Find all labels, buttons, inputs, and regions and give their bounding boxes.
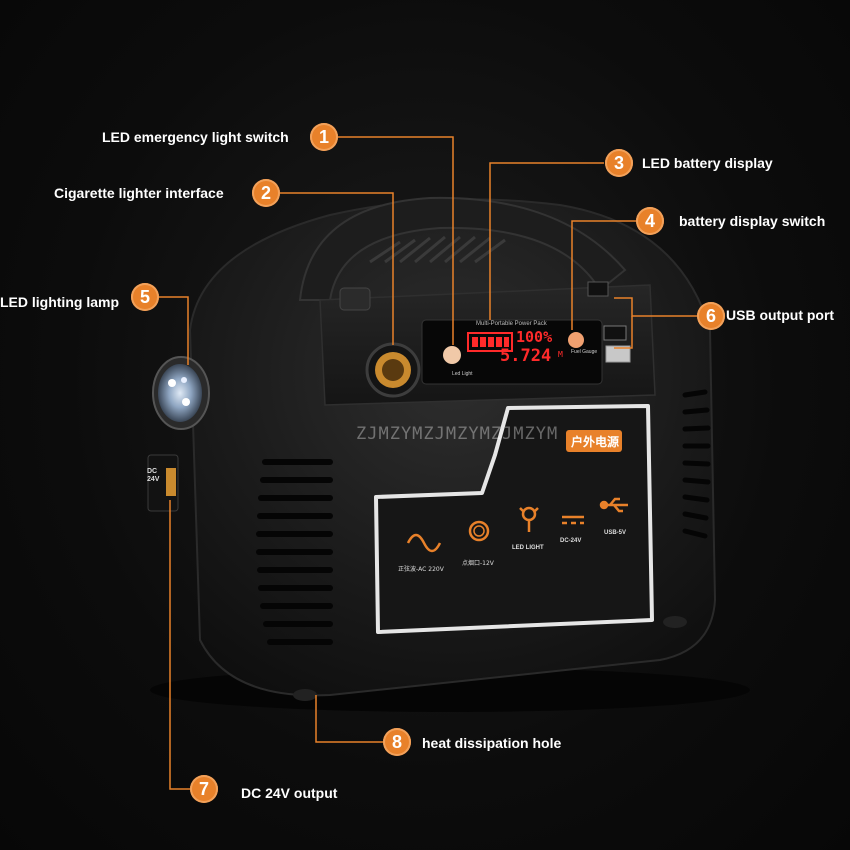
leader-4 xyxy=(571,220,636,330)
callout-label-8: heat dissipation hole xyxy=(422,735,562,751)
foot xyxy=(663,616,687,628)
cigarette-lighter-socket xyxy=(339,287,421,398)
callout-badge-7: 7 xyxy=(190,775,218,803)
right-vent-slots xyxy=(682,389,711,539)
leader-6 xyxy=(614,297,697,317)
sine-wave-icon xyxy=(406,533,442,553)
callout-badge-4: 4 xyxy=(636,207,664,235)
leader-8 xyxy=(315,695,383,743)
icon-caption-cigarette: 点烟口-12V xyxy=(462,560,494,567)
usb-icon xyxy=(599,497,628,513)
carry-handle xyxy=(298,196,627,301)
callout-badge-5: 5 xyxy=(131,283,159,311)
callout-label-6: USB output port xyxy=(726,307,835,323)
watermark: ZJMZYMZJMZYMZJMZYM xyxy=(356,424,559,444)
bulb-icon xyxy=(519,506,539,532)
callout-label-7: DC 24V output xyxy=(241,785,338,801)
leader-2 xyxy=(280,192,394,345)
left-vent-slots xyxy=(256,459,333,645)
front-panel-outline xyxy=(374,404,654,634)
leader-1 xyxy=(338,136,454,345)
leader-5 xyxy=(159,296,189,365)
ring-icon xyxy=(468,520,490,542)
led-light-caption: Led Light xyxy=(452,371,473,377)
dc-24v-output-port xyxy=(147,454,179,512)
led-lighting-lamp xyxy=(152,356,210,430)
lcd-title: Multi-Portable Power Pack xyxy=(476,321,547,327)
icon-caption-ac: 正弦波-AC 220V xyxy=(398,566,444,573)
lcd-battery-display xyxy=(421,319,603,385)
callout-badge-8: 8 xyxy=(383,728,411,756)
dc-icon xyxy=(562,515,584,525)
side-port-label: DC 24V xyxy=(147,468,160,483)
icon-caption-dc: DC-24V xyxy=(560,538,582,544)
fuel-gauge-caption: Fuel Gauge xyxy=(571,349,598,355)
outdoor-power-badge xyxy=(566,430,622,452)
usb-output-ports xyxy=(587,281,631,363)
led-light-switch-button xyxy=(443,346,461,364)
callout-label-5: LED lighting lamp xyxy=(0,294,119,310)
foot xyxy=(293,689,317,701)
callout-badge-1: 1 xyxy=(310,123,338,151)
icon-caption-led: LED LIGHT xyxy=(512,545,544,551)
callout-label-2: Cigarette lighter interface xyxy=(54,185,224,201)
callout-label-3: LED battery display xyxy=(642,155,773,171)
callout-label-1: LED emergency light switch xyxy=(102,129,289,145)
callout-label-4: battery display switch xyxy=(679,213,826,229)
badge-text: 户外电源 xyxy=(571,435,620,449)
fuel-gauge-switch-button xyxy=(568,332,584,348)
callout-badge-2: 2 xyxy=(252,179,280,207)
leader-3 xyxy=(489,162,604,320)
lcd-percent: 100% xyxy=(516,328,553,346)
icon-caption-usb: USB-5V xyxy=(604,530,627,536)
lcd-voltage: 5.724 xyxy=(500,346,552,366)
leader-7 xyxy=(169,500,190,790)
callout-badge-6: 6 xyxy=(697,302,725,330)
callout-badge-3: 3 xyxy=(605,149,633,177)
lcd-unit: M xyxy=(558,350,563,359)
